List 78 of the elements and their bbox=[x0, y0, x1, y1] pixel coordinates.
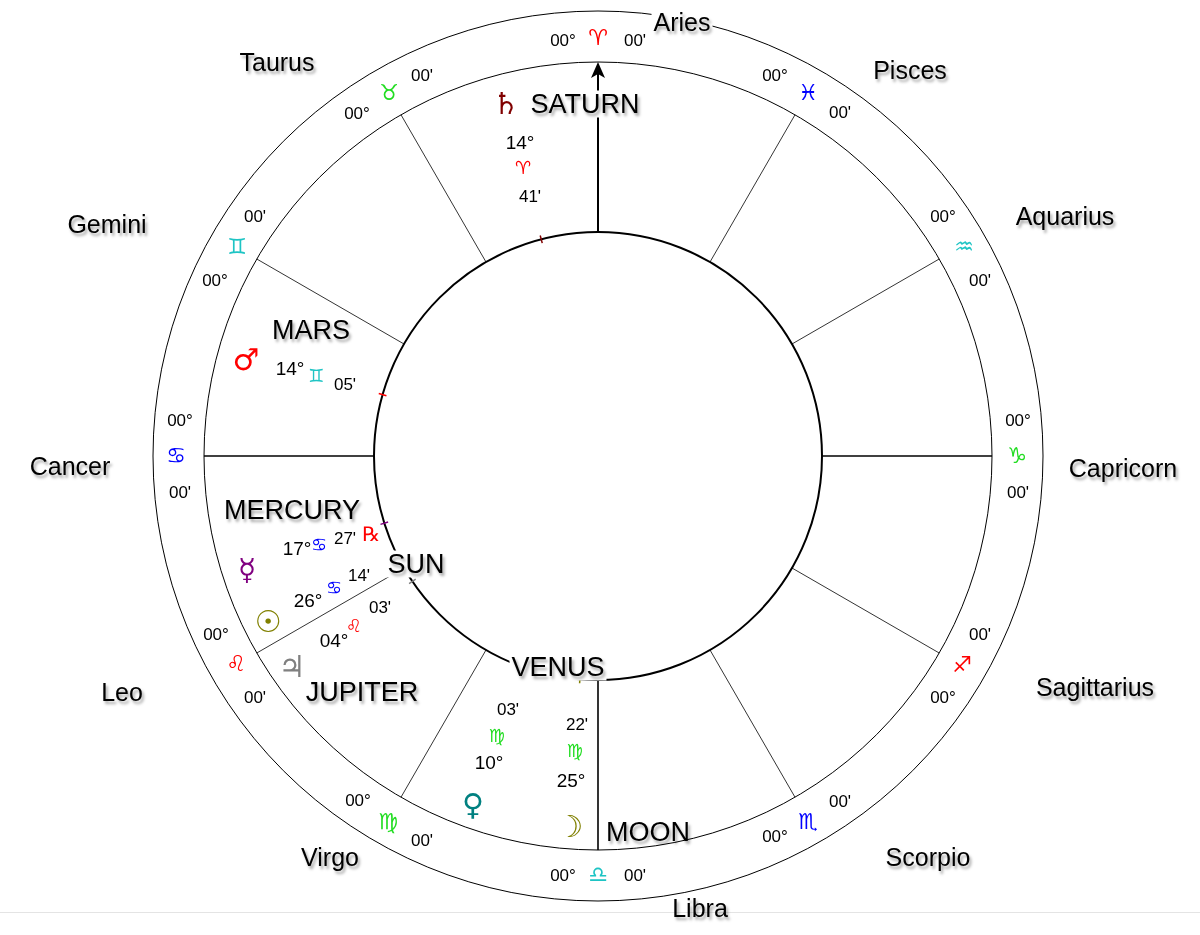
degree-label: 00° bbox=[345, 791, 371, 809]
sign-name: Scorpio bbox=[885, 844, 971, 870]
minute-label: 00' bbox=[968, 625, 992, 643]
minute-label: 03' bbox=[368, 598, 392, 616]
zodiac-symbol: ♒ bbox=[954, 236, 974, 258]
degree-label: 00° bbox=[550, 866, 576, 884]
sign-name: Taurus bbox=[239, 49, 315, 75]
degree-label: 00° bbox=[550, 31, 576, 49]
degree-label: 17° bbox=[282, 538, 312, 558]
planet-symbol: ☿ bbox=[237, 555, 257, 585]
degree-label: 00° bbox=[167, 411, 193, 429]
minute-label: 00' bbox=[243, 688, 267, 706]
planet-name: MOON bbox=[606, 818, 690, 846]
minute-label: 27' bbox=[333, 529, 357, 547]
sign-name: Aquarius bbox=[1015, 203, 1115, 229]
retrograde-symbol: ℞ bbox=[362, 524, 380, 544]
minute-label: 00' bbox=[623, 31, 647, 49]
degree-label: 00° bbox=[762, 66, 788, 84]
sign-name: Sagittarius bbox=[1035, 674, 1155, 700]
sign-name: Leo bbox=[101, 679, 143, 705]
planet-name: JUPITER bbox=[305, 678, 419, 706]
sign-name: Pisces bbox=[873, 57, 947, 83]
sign-name: Capricorn bbox=[1068, 455, 1178, 481]
minute-label: 00' bbox=[243, 207, 267, 225]
sign-name: Libra bbox=[672, 895, 728, 921]
minute-label: 00' bbox=[410, 831, 434, 849]
planet-symbol: ♃ bbox=[278, 652, 306, 682]
zodiac-symbol: ♋ bbox=[310, 536, 328, 554]
minute-label: 03' bbox=[496, 700, 520, 718]
degree-label: 10° bbox=[474, 752, 504, 772]
degree-label: 14° bbox=[275, 358, 305, 378]
sign-name: Virgo bbox=[301, 844, 359, 870]
minute-label: 00' bbox=[623, 866, 647, 884]
planet-symbol: ♂ bbox=[232, 345, 260, 375]
minute-label: 00' bbox=[410, 66, 434, 84]
zodiac-symbol: ♎ bbox=[588, 864, 608, 886]
minute-label: 00' bbox=[168, 483, 192, 501]
degree-label: 00° bbox=[344, 104, 370, 122]
degree-label: 26° bbox=[293, 590, 323, 610]
zodiac-symbol: ♈ bbox=[514, 159, 532, 177]
planet-name: MERCURY bbox=[224, 496, 360, 524]
minute-label: 00' bbox=[828, 103, 852, 121]
sign-name: Gemini bbox=[67, 211, 147, 237]
planet-symbol: ☽ bbox=[556, 812, 584, 842]
minute-label: 41' bbox=[518, 187, 542, 205]
degree-label: 14° bbox=[505, 132, 535, 152]
degree-label: 00° bbox=[762, 827, 788, 845]
degree-label: 00° bbox=[203, 625, 229, 643]
degree-label: 00° bbox=[1005, 411, 1031, 429]
minute-label: 22' bbox=[565, 715, 589, 733]
zodiac-symbol: ♑ bbox=[1007, 445, 1027, 467]
zodiac-symbol: ♊ bbox=[227, 236, 247, 258]
zodiac-symbol: ♍ bbox=[566, 742, 584, 760]
planet-symbol: ♄ bbox=[492, 89, 520, 119]
zodiac-symbol: ♐ bbox=[952, 654, 972, 676]
degree-label: 00° bbox=[930, 207, 956, 225]
zodiac-symbol: ♌ bbox=[226, 653, 246, 675]
zodiac-symbol: ♍ bbox=[488, 727, 506, 745]
minute-label: 00' bbox=[828, 792, 852, 810]
degree-label: 00° bbox=[930, 688, 956, 706]
planet-symbol: ♀ bbox=[462, 790, 484, 820]
sign-name: Cancer bbox=[29, 453, 111, 479]
minute-label: 00' bbox=[1006, 483, 1030, 501]
degree-label: 25° bbox=[556, 770, 586, 790]
zodiac-symbol: ♈ bbox=[588, 27, 608, 49]
planet-symbol: ☉ bbox=[254, 607, 282, 637]
minute-label: 05' bbox=[333, 375, 357, 393]
zodiac-symbol: ♓ bbox=[798, 82, 818, 104]
zodiac-symbol: ♋ bbox=[166, 445, 186, 467]
zodiac-symbol: ♋ bbox=[325, 579, 343, 597]
zodiac-symbol: ♍ bbox=[378, 811, 398, 833]
degree-label: 00° bbox=[202, 271, 228, 289]
planet-name: MARS bbox=[272, 316, 350, 344]
minute-label: 14' bbox=[347, 566, 371, 584]
zodiac-symbol: ♏ bbox=[798, 811, 818, 833]
minute-label: 00' bbox=[968, 271, 992, 289]
zodiac-symbol: ♊ bbox=[307, 367, 325, 385]
zodiac-symbol: ♉ bbox=[379, 82, 399, 104]
